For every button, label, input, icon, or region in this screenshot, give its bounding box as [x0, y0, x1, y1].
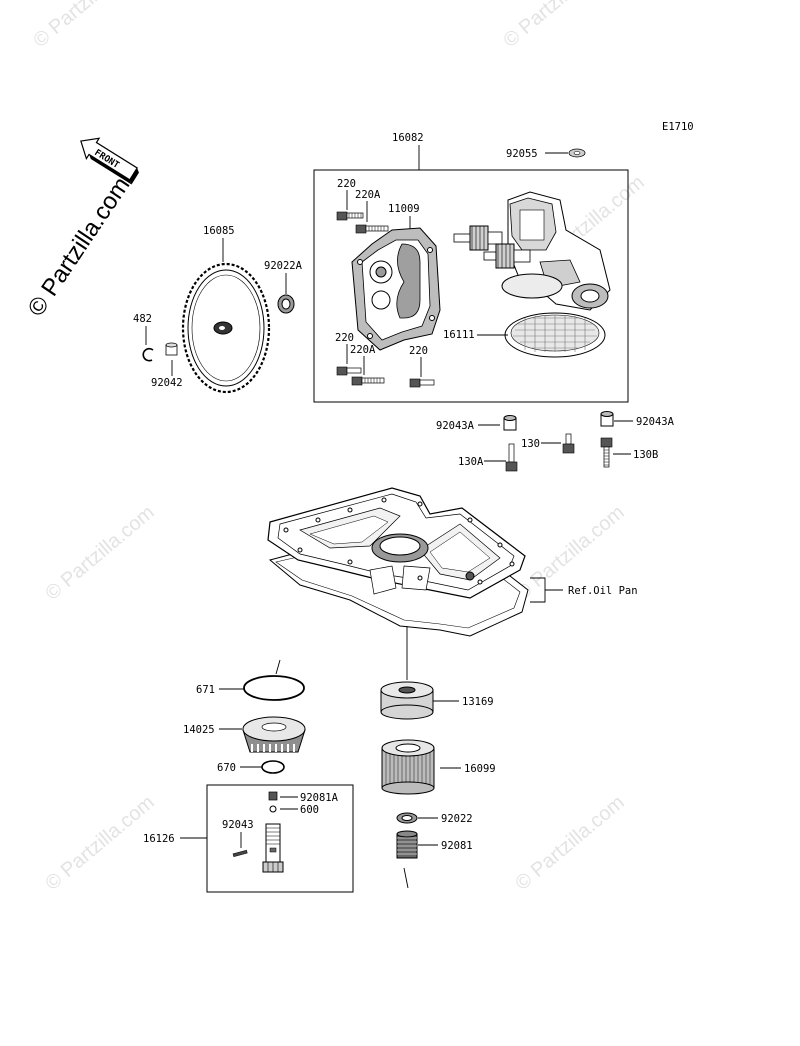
- oil-strainer-16111: [504, 312, 606, 358]
- bolt-220A-bottom: [351, 376, 385, 386]
- dowel-92043A-left: [503, 415, 517, 431]
- bolt-220A-top: [355, 224, 389, 234]
- oil-pump-gear-16085: [181, 262, 271, 394]
- diagram-code: E1710: [662, 121, 694, 133]
- label-670: 670: [217, 762, 236, 774]
- bolt-220-top: [336, 211, 364, 221]
- label-92081A: 92081A: [300, 792, 339, 804]
- label-16085: 16085: [203, 225, 235, 237]
- bolt-130: [562, 433, 575, 454]
- washer-92022: [396, 812, 418, 824]
- label-92043: 92043: [222, 819, 254, 831]
- oil-pan: [267, 487, 529, 637]
- bolt-220-bottom-right: [409, 378, 435, 388]
- watermark-top-right: © Partzilla.com: [499, 0, 616, 52]
- dowel-92043A-right: [600, 411, 614, 427]
- label-ref-oil-pan: Ref.Oil Pan: [568, 585, 638, 597]
- pin-92043: [232, 849, 248, 858]
- circlip-482: [142, 347, 154, 362]
- label-92043A-right: 92043A: [636, 416, 675, 428]
- bolt-130B: [600, 437, 613, 468]
- spring-92081: [396, 830, 418, 859]
- label-92022A: 92022A: [264, 260, 303, 272]
- label-482: 482: [133, 313, 152, 325]
- label-14025: 14025: [183, 724, 215, 736]
- pump-gear-lower: [483, 243, 531, 269]
- watermark-main: © Partzilla.com: [23, 172, 136, 321]
- label-220-top: 220: [337, 178, 356, 190]
- pump-cover-11009: [351, 227, 441, 351]
- pin-92042: [165, 342, 178, 356]
- label-220A-bottom: 220A: [350, 344, 376, 356]
- label-92055: 92055: [506, 148, 538, 160]
- label-220A-top: 220A: [355, 189, 381, 201]
- spring-92081A: [268, 791, 278, 801]
- relief-valve-box: [206, 784, 354, 893]
- oil-filter-16099: [381, 739, 435, 795]
- label-92022: 92022: [441, 813, 473, 825]
- label-16099: 16099: [464, 763, 496, 775]
- filter-plate-13169: [380, 681, 434, 720]
- bolt-220-bottom-left: [336, 366, 362, 376]
- label-16126: 16126: [143, 833, 175, 845]
- o-ring-671: [243, 675, 305, 701]
- watermark-left-3: © Partzilla.com: [41, 791, 158, 894]
- label-130A: 130A: [458, 456, 484, 468]
- relief-valve-body: [262, 823, 284, 873]
- label-130: 130: [521, 438, 540, 450]
- label-92042: 92042: [151, 377, 183, 389]
- watermark-layer: © Partzilla.com © Partzilla.com © Partzi…: [29, 0, 648, 895]
- watermark-right-3: © Partzilla.com: [511, 791, 628, 894]
- label-92081: 92081: [441, 840, 473, 852]
- label-11009: 11009: [388, 203, 420, 215]
- watermark-left-2: © Partzilla.com: [41, 501, 158, 604]
- label-13169: 13169: [462, 696, 494, 708]
- washer-92022A: [277, 294, 295, 314]
- label-92043A-left: 92043A: [436, 420, 475, 432]
- label-671: 671: [196, 684, 215, 696]
- watermark-top-left: © Partzilla.com: [29, 0, 146, 52]
- ball-600: [269, 805, 277, 813]
- o-ring-670: [261, 760, 285, 774]
- filter-cover-14025: [242, 716, 306, 753]
- label-130B: 130B: [633, 449, 658, 461]
- oil-pump-assembly-box: [313, 169, 629, 403]
- label-16082: 16082: [392, 132, 424, 144]
- label-220-bottom-left: 220: [335, 332, 354, 344]
- bolt-130A: [505, 443, 518, 472]
- label-220-bottom-right: 220: [409, 345, 428, 357]
- label-16111: 16111: [443, 329, 475, 341]
- oil-pump-body: [501, 191, 611, 311]
- pump-gear-upper: [453, 225, 503, 251]
- label-600: 600: [300, 804, 319, 816]
